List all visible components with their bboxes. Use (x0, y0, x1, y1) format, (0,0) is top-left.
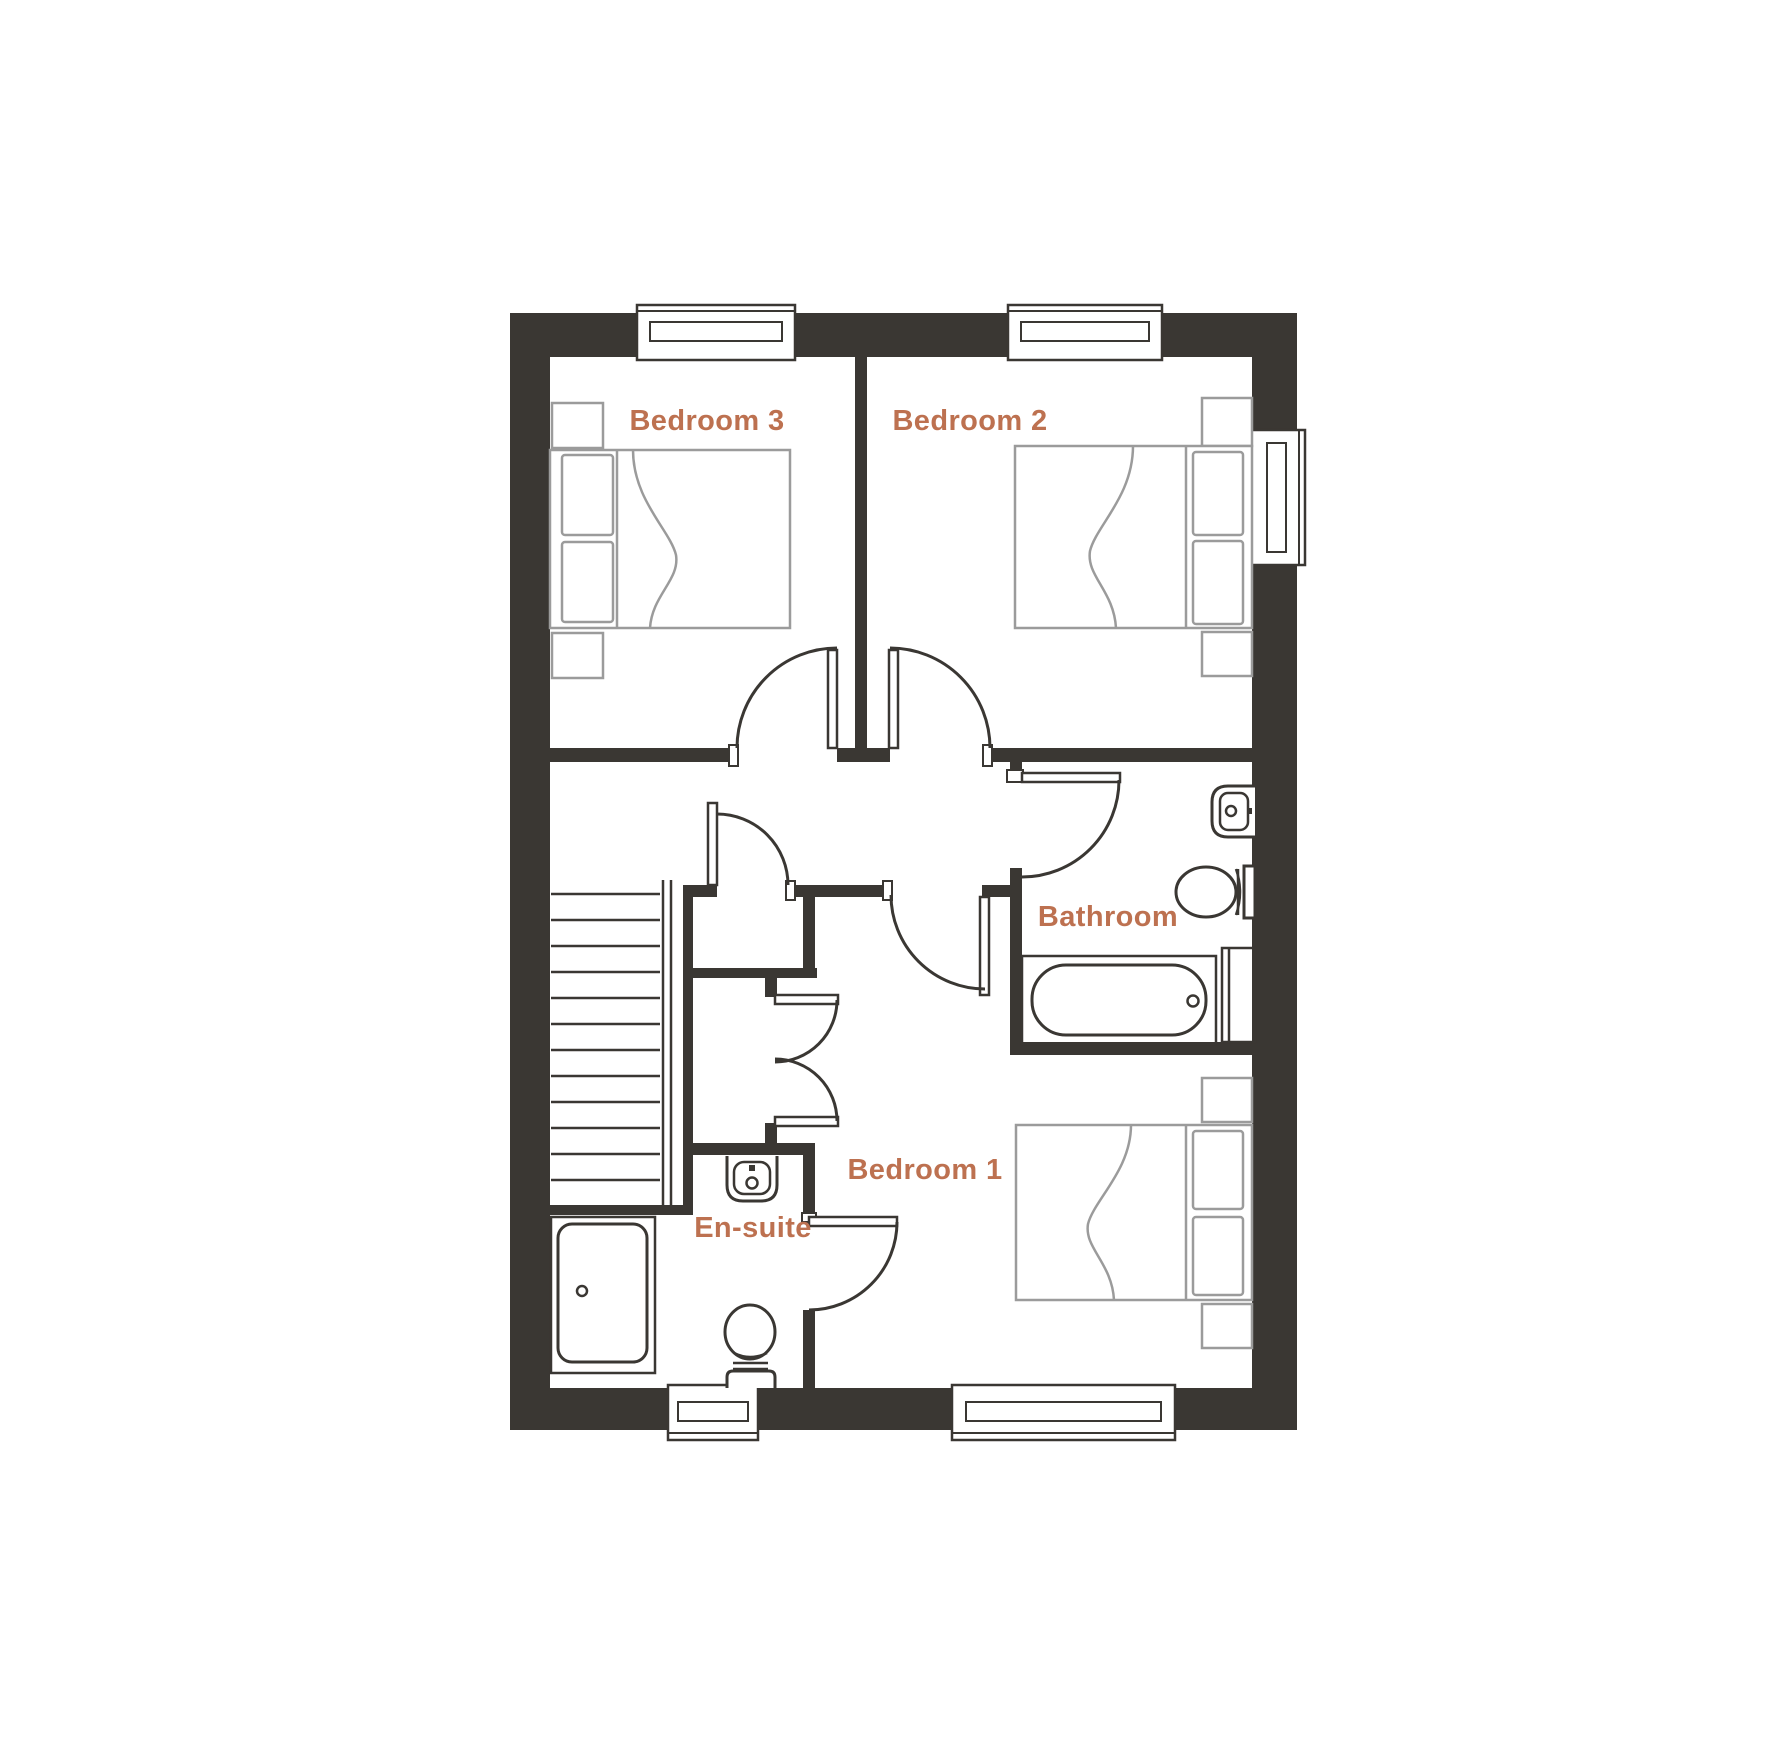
door-wardrobe-double (773, 993, 840, 1128)
door-cupboard (706, 801, 796, 901)
bathroom-fixtures (1020, 784, 1257, 1046)
pillow (1191, 1215, 1245, 1297)
wall-cupboard-bottom (693, 968, 817, 978)
wall-ensuite-top (693, 1143, 815, 1155)
bathroom-sink (1210, 784, 1255, 839)
wall-bottom-seg2 (758, 1388, 952, 1430)
duvet-fold (1088, 445, 1135, 629)
ensuite-sink (725, 1156, 779, 1203)
ensuite-toilet (723, 1303, 777, 1388)
pillow (1191, 539, 1245, 626)
bedside-cabinet (1200, 396, 1254, 448)
wall-bottom-seg1 (510, 1388, 668, 1430)
wall-top-seg2 (795, 313, 1008, 357)
door-bedroom1 (882, 880, 991, 997)
bedside-cabinet (1200, 1302, 1254, 1350)
pillow (560, 540, 615, 624)
bathtub (1020, 946, 1257, 1046)
wall-cupboard-b (788, 885, 890, 897)
wall-wardrobe-stub-bottom (765, 1123, 777, 1143)
wall-ensuite-right-lower (803, 1310, 815, 1388)
bed-bedroom3 (548, 401, 792, 680)
wall-divider-bed3-bed2 (855, 357, 867, 748)
room-label-bedroom-3: Bedroom 3 (629, 405, 784, 437)
door-bedroom2 (887, 646, 993, 767)
wall-landing-c (990, 748, 1255, 762)
bath-side-panel (1220, 946, 1257, 1044)
wall-bathroom-left (1010, 868, 1022, 1055)
wall-wardrobe-stub-top (765, 978, 777, 997)
wall-left (510, 313, 550, 1430)
wall-landing-b (837, 748, 890, 762)
wall-right-seg1 (1252, 313, 1297, 430)
furniture (548, 396, 1254, 1350)
room-label-en-suite: En-suite (694, 1212, 812, 1244)
room-label-bathroom: Bathroom (1038, 901, 1178, 933)
exterior-walls (510, 313, 1297, 1430)
bathroom-toilet (1174, 864, 1257, 920)
wall-cupboard-c (982, 885, 1022, 897)
duvet-fold (1086, 1124, 1133, 1301)
window-bedroom3-top (635, 303, 797, 362)
room-labels: Bedroom 3 Bedroom 2 Bathroom Bedroom 1 E… (629, 405, 1178, 1244)
bedside-cabinet (550, 401, 605, 450)
staircase (551, 880, 673, 1205)
door-bedroom3 (728, 646, 839, 767)
pillow (560, 453, 615, 537)
bed-bedroom1 (1014, 1076, 1254, 1350)
window-bedroom2-right (1248, 428, 1307, 567)
wall-under-stairs (550, 1205, 693, 1215)
room-label-bedroom-2: Bedroom 2 (892, 405, 1047, 437)
pillow (1191, 1129, 1245, 1211)
doors (706, 646, 1122, 1312)
window-ensuite-bottom (666, 1383, 760, 1442)
wall-top-seg1 (510, 313, 637, 357)
wall-bottom-seg3 (1175, 1388, 1297, 1430)
duvet-fold (631, 449, 678, 629)
room-label-bedroom-1: Bedroom 1 (847, 1154, 1002, 1186)
wall-landing-a (550, 748, 732, 762)
wall-cupboard-right (803, 897, 815, 968)
shower (549, 1215, 657, 1375)
bedside-cabinet (550, 631, 605, 680)
pillow (1191, 450, 1245, 537)
door-bathroom (1006, 769, 1122, 879)
window-bedroom1-bottom (950, 1383, 1177, 1442)
bed-bedroom2 (1013, 396, 1254, 678)
wall-right-seg2 (1252, 565, 1297, 1430)
wall-stairs-side (683, 885, 693, 1215)
door-ensuite (801, 1212, 899, 1312)
bedside-cabinet (1200, 1076, 1254, 1124)
window-bedroom2-top (1006, 303, 1164, 362)
bedside-cabinet (1200, 630, 1254, 678)
ensuite-fixtures (549, 1156, 779, 1388)
wall-ensuite-right-upper (803, 1155, 815, 1222)
